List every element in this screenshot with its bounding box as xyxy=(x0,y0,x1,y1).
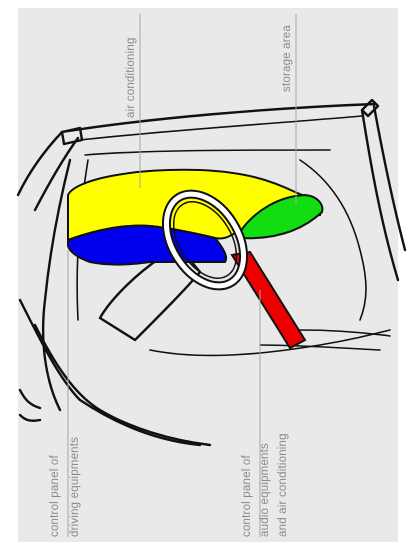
label-audio-panel-line-3: and air conditioning xyxy=(277,433,289,537)
label-storage-area: storage area xyxy=(281,25,293,92)
label-driving-panel-line-2: driving equipments xyxy=(69,437,81,537)
label-air-conditioning: air conditioning xyxy=(125,37,137,118)
label-audio-panel-line-1: control panel of xyxy=(241,455,253,537)
label-audio-panel-line-2: audio equipments xyxy=(259,443,271,537)
label-driving-panel-line-1: control panel of xyxy=(49,455,61,537)
